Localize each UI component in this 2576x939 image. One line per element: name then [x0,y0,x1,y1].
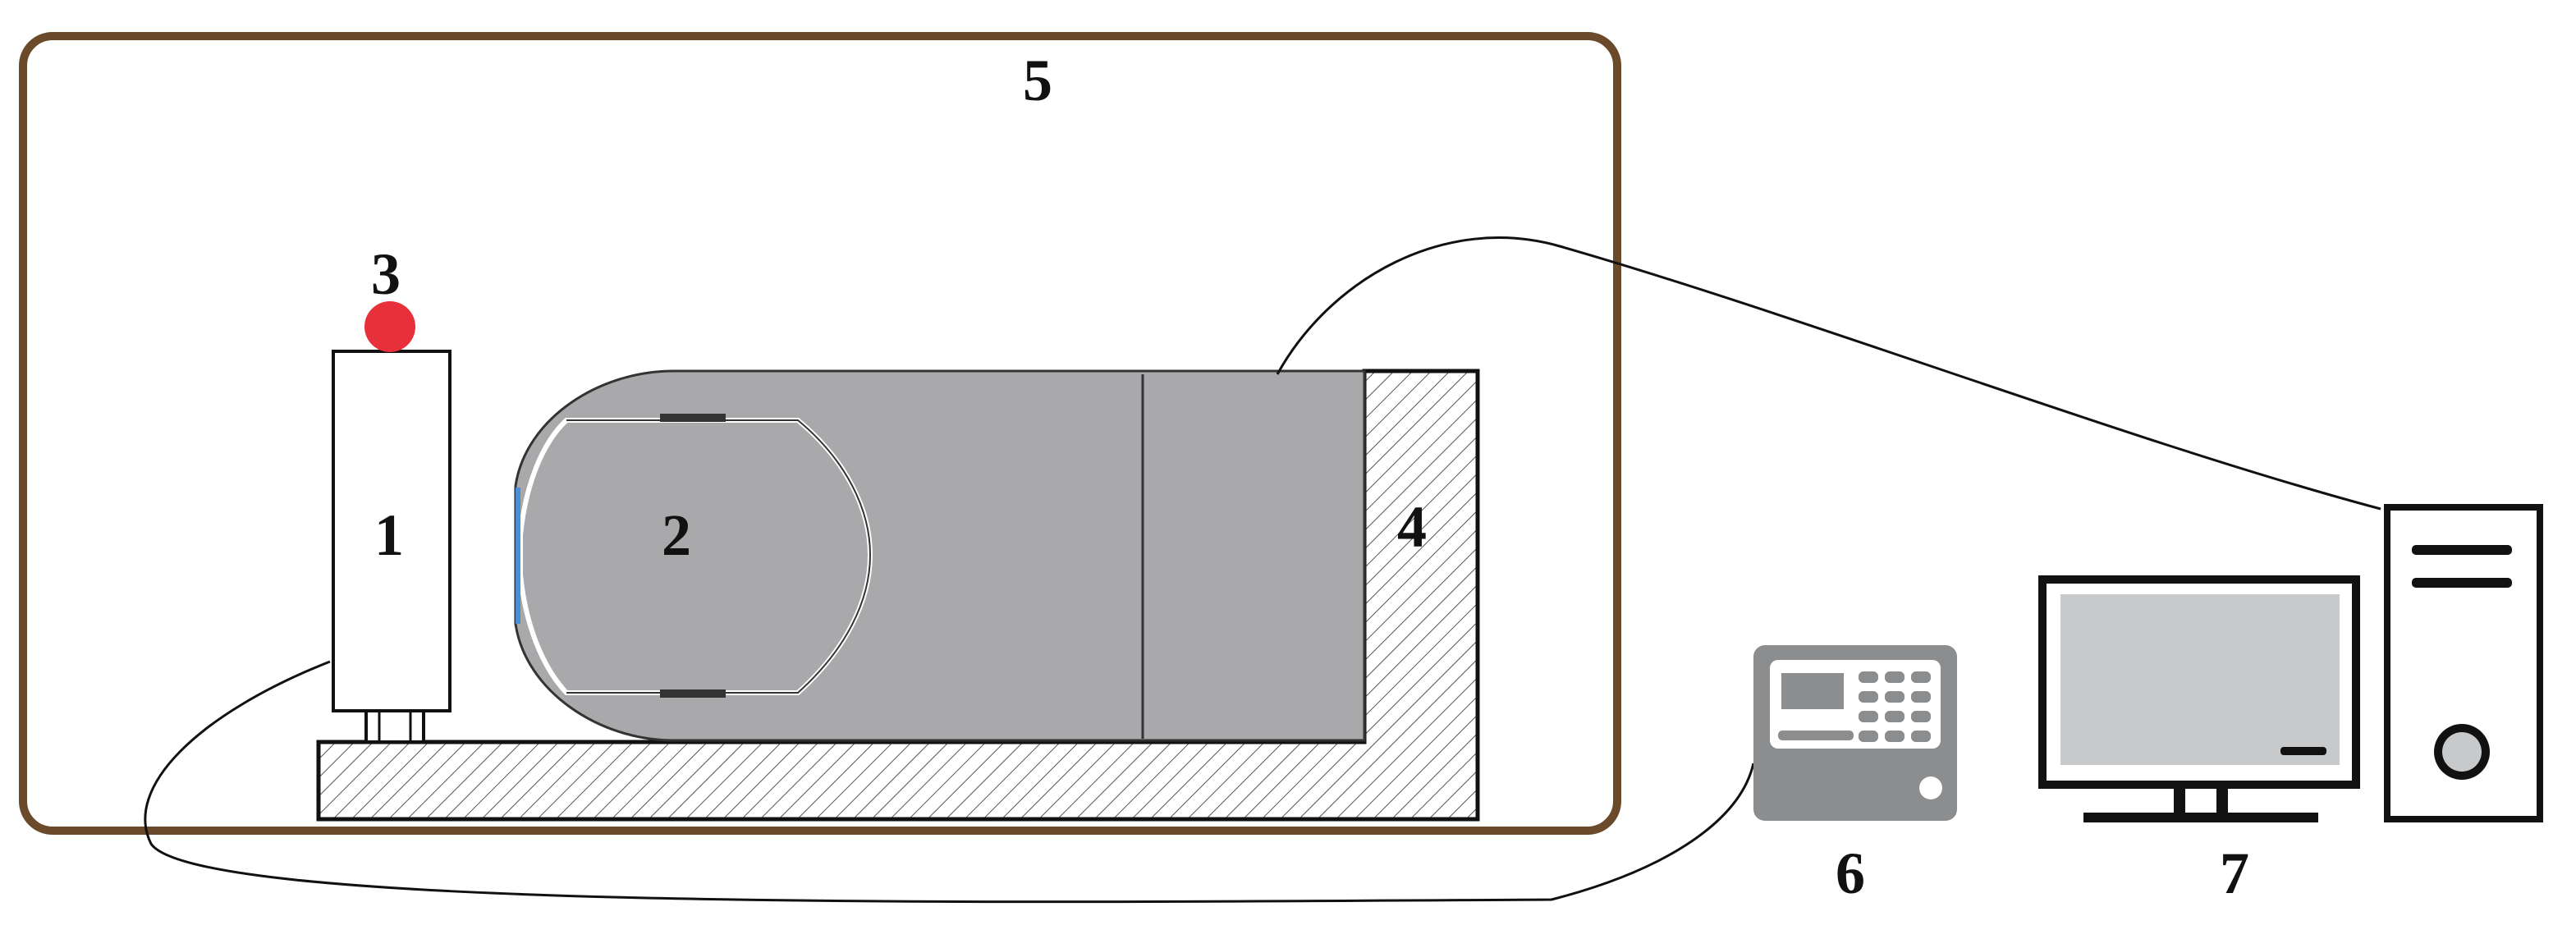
cable-to-controller [144,660,1755,904]
computer-tower-icon [2384,504,2543,822]
base-support [316,369,1480,822]
label-controller: 6 [1836,841,1865,906]
enclosure-frame [19,32,1621,835]
label-detector: 1 [374,502,404,568]
sample-chamber [514,369,1366,742]
label-source: 3 [371,241,401,307]
source-dot [364,301,415,352]
label-enclosure: 5 [1023,48,1052,113]
monitor-icon [2038,575,2360,822]
label-base: 4 [1397,494,1427,560]
keypad-controller-icon [1753,645,1957,821]
label-sample: 2 [662,502,691,568]
detector-unit [332,350,451,744]
cable-to-computer [1276,236,2381,511]
label-computer: 7 [2220,841,2249,906]
